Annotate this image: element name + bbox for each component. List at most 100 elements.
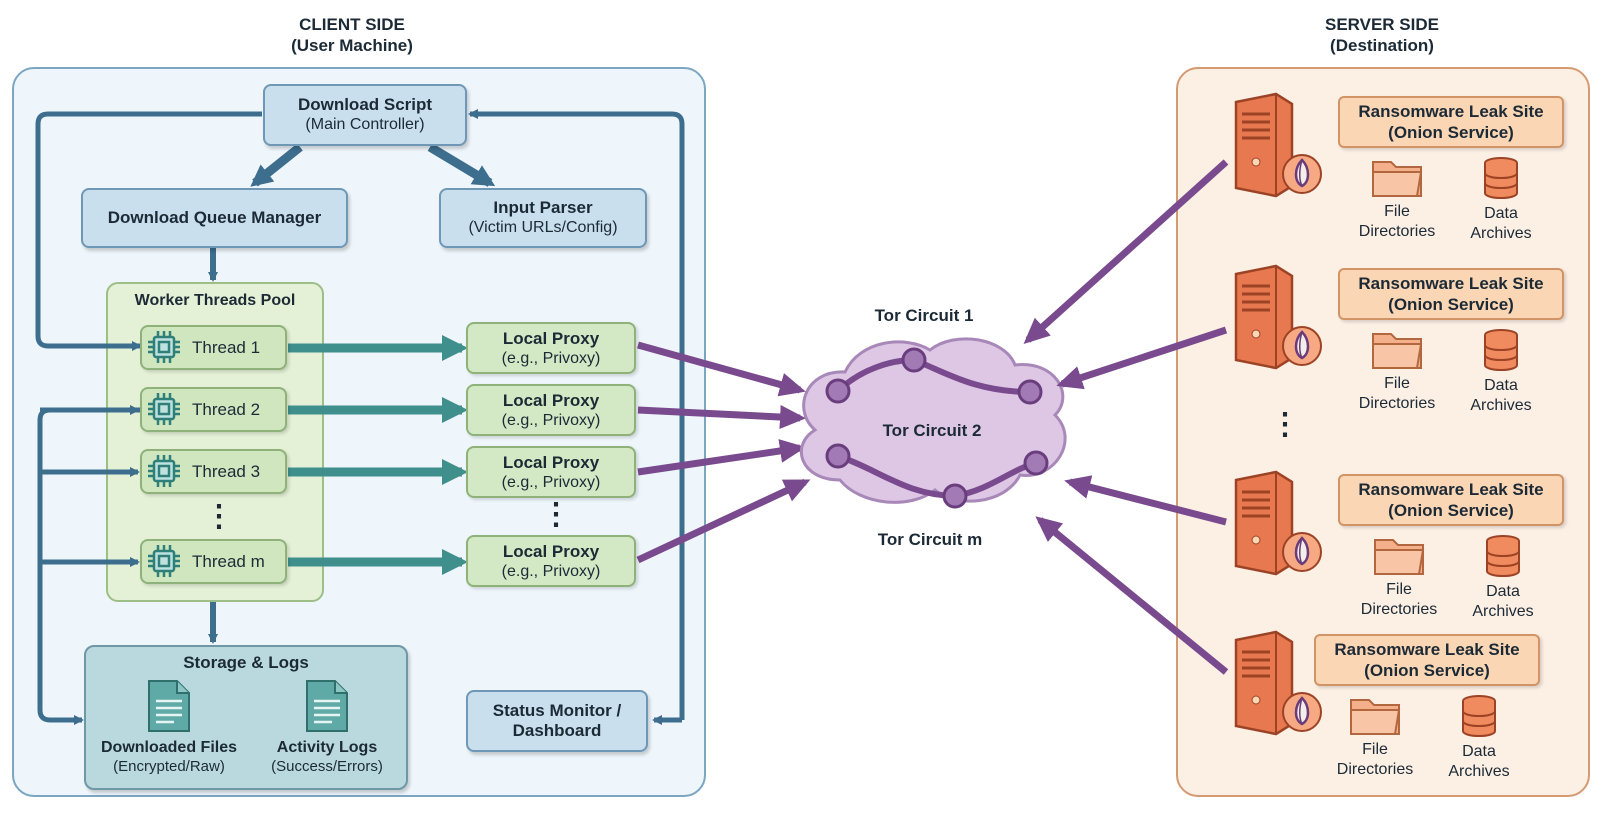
- tor-circuit-m-label: Tor Circuit m: [877, 530, 983, 549]
- data-line1: Data: [1484, 377, 1518, 394]
- tor-circuit-2-label: Tor Circuit 2: [882, 421, 982, 440]
- thread-m-box: Thread m: [140, 539, 287, 584]
- leak-site-sub: (Onion Service): [1364, 661, 1490, 680]
- server-ellipsis: ⋮: [1270, 408, 1300, 441]
- proxy-sub: (e.g., Privoxy): [501, 473, 601, 491]
- database-icon: [1484, 157, 1518, 200]
- leak-site-title: Ransomware Leak Site: [1334, 640, 1520, 659]
- server-side-title: SERVER SIDE (Destination): [1282, 14, 1482, 56]
- data-line2: Archives: [1470, 397, 1532, 414]
- database-icon: [1484, 329, 1518, 372]
- local-proxy-2: Local Proxy (e.g., Privoxy): [466, 384, 636, 436]
- server3-to-tor-arrow: [1064, 475, 1227, 526]
- leak-site-title: Ransomware Leak Site: [1358, 274, 1544, 293]
- folder-icon: [1374, 539, 1425, 575]
- document-icon: [306, 680, 348, 732]
- leak-site-3: Ransomware Leak Site (Onion Service): [1338, 474, 1564, 526]
- file-directories-4: File Directories: [1320, 694, 1430, 780]
- proxy-title: Local Proxy: [502, 328, 600, 348]
- script-to-parser-arrow: [427, 143, 496, 187]
- leak-site-sub: (Onion Service): [1388, 123, 1514, 142]
- storage-title: Storage & Logs: [183, 653, 309, 672]
- file-directories-2: File Directories: [1342, 328, 1452, 414]
- cpu-chip-icon: [148, 545, 180, 577]
- input-parser-box: Input Parser (Victim URLs/Config): [439, 188, 647, 248]
- thread-m-label: Thread m: [192, 551, 265, 571]
- input-parser-title: Input Parser: [493, 198, 593, 217]
- downloaded-files-sub: (Encrypted/Raw): [113, 758, 225, 775]
- server-subtitle-text: (Destination): [1330, 36, 1434, 55]
- data-line1: Data: [1462, 743, 1496, 760]
- downloaded-files-group: Downloaded Files (Encrypted/Raw): [94, 679, 244, 776]
- proxy-ellipsis: ⋮: [541, 498, 571, 531]
- files-line1: File: [1386, 581, 1412, 598]
- proxy3-to-tor-arrow: [637, 439, 806, 476]
- thread-2-box: Thread 2: [140, 387, 287, 432]
- folder-icon: [1350, 699, 1401, 735]
- proxy-title: Local Proxy: [502, 541, 600, 561]
- data-line2: Archives: [1470, 225, 1532, 242]
- thread-2-label: Thread 2: [192, 399, 261, 419]
- folder-icon: [1372, 333, 1423, 369]
- tor-circuit-1-label: Tor Circuit 1: [874, 306, 974, 325]
- data-archives-3: Data Archives: [1448, 534, 1558, 622]
- proxy2-to-tor-arrow: [637, 405, 806, 429]
- thread-3-label: Thread 3: [192, 461, 261, 481]
- leak-site-title: Ransomware Leak Site: [1358, 102, 1544, 121]
- monitor-to-script-loop: [468, 109, 685, 720]
- files-line2: Directories: [1360, 601, 1438, 618]
- status-monitor-line2: Dashboard: [512, 721, 602, 740]
- files-line1: File: [1384, 375, 1410, 392]
- activity-logs-group: Activity Logs (Success/Errors): [252, 679, 402, 776]
- cpu-chip-icon: [148, 455, 180, 487]
- files-line1: File: [1362, 741, 1388, 758]
- storage-logs-box: Storage & Logs Downloaded Files (Encrypt…: [84, 645, 408, 790]
- local-proxy-m: Local Proxy (e.g., Privoxy): [466, 535, 636, 587]
- data-archives-1: Data Archives: [1446, 156, 1556, 244]
- tor-cloud: [799, 337, 1067, 509]
- server-title-text: SERVER SIDE: [1324, 15, 1439, 34]
- proxy-sub: (e.g., Privoxy): [501, 411, 601, 429]
- proxy-sub: (e.g., Privoxy): [501, 349, 601, 367]
- activity-logs-sub: (Success/Errors): [271, 758, 383, 775]
- download-script-title: Download Script: [297, 95, 433, 114]
- thread-ellipsis: ⋮: [204, 500, 234, 533]
- client-title-text: CLIENT SIDE: [299, 15, 405, 34]
- data-archives-2: Data Archives: [1446, 328, 1556, 416]
- data-line2: Archives: [1472, 603, 1534, 620]
- folder-icon: [1372, 161, 1423, 197]
- download-script-box: Download Script (Main Controller): [263, 84, 467, 146]
- activity-logs-label: Activity Logs: [276, 739, 378, 756]
- proxy-title: Local Proxy: [502, 390, 600, 410]
- data-archives-4: Data Archives: [1424, 694, 1534, 782]
- file-directories-3: File Directories: [1344, 534, 1454, 620]
- client-side-title: CLIENT SIDE (User Machine): [252, 14, 452, 56]
- server2-to-tor-arrow: [1056, 326, 1228, 390]
- script-to-thread1-loop: [35, 111, 262, 351]
- queue-manager-title: Download Queue Manager: [107, 208, 322, 227]
- server-onion-icon: [1234, 92, 1322, 198]
- leak-site-2: Ransomware Leak Site (Onion Service): [1338, 268, 1564, 320]
- local-proxy-3: Local Proxy (e.g., Privoxy): [466, 446, 636, 498]
- download-queue-manager-box: Download Queue Manager: [81, 188, 348, 248]
- leak-site-sub: (Onion Service): [1388, 501, 1514, 520]
- database-icon: [1486, 535, 1520, 578]
- files-line2: Directories: [1358, 395, 1436, 412]
- status-monitor-box: Status Monitor / Dashboard: [466, 690, 648, 752]
- client-subtitle-text: (User Machine): [291, 36, 413, 55]
- data-line1: Data: [1484, 205, 1518, 222]
- file-directories-1: File Directories: [1342, 156, 1452, 242]
- document-icon: [148, 680, 190, 732]
- server-onion-icon: [1234, 470, 1322, 576]
- files-line2: Directories: [1358, 223, 1436, 240]
- files-line2: Directories: [1336, 761, 1414, 778]
- proxy1-to-tor-arrow: [637, 341, 806, 397]
- leak-site-sub: (Onion Service): [1388, 295, 1514, 314]
- leak-site-title: Ransomware Leak Site: [1358, 480, 1544, 499]
- data-line2: Archives: [1448, 763, 1510, 780]
- local-proxy-1: Local Proxy (e.g., Privoxy): [466, 322, 636, 374]
- proxym-to-tor-arrow: [636, 478, 811, 564]
- server4-to-tor-arrow: [1035, 516, 1229, 675]
- downloaded-files-label: Downloaded Files: [100, 739, 237, 756]
